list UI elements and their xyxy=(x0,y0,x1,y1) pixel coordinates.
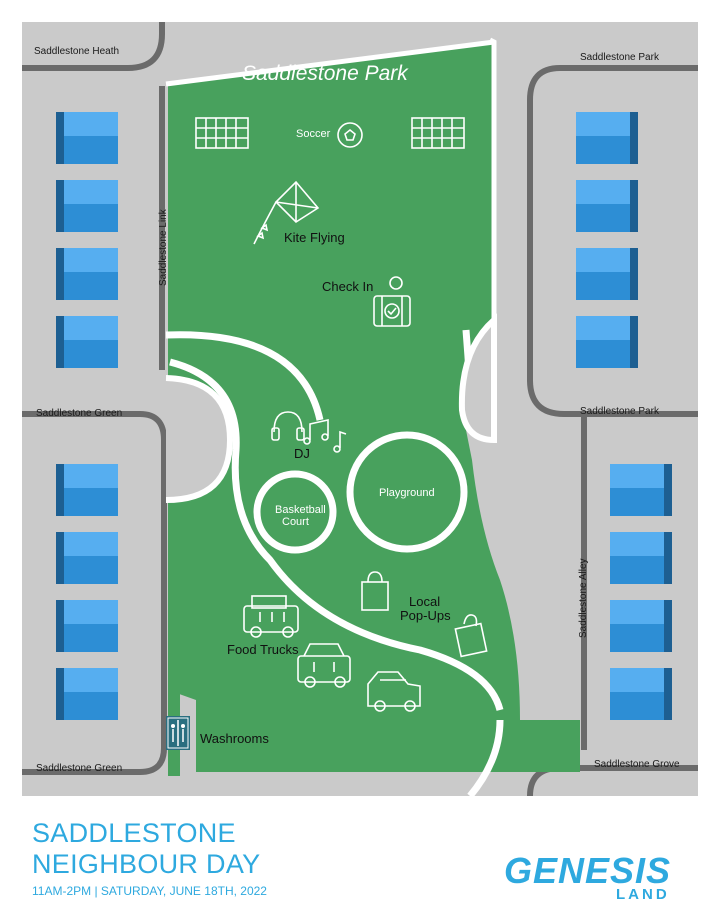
label-playground: Playground xyxy=(379,487,435,499)
roads xyxy=(22,22,698,797)
brand-sub: LAND xyxy=(616,886,670,903)
shopping-bag-icon xyxy=(454,614,488,658)
street-label-alley: Saddlestone Alley xyxy=(578,558,589,638)
houses-left-bottom xyxy=(56,464,118,720)
houses-right-bottom xyxy=(610,464,672,720)
soccer-goal-icon xyxy=(195,117,249,149)
soccer-goal-icon xyxy=(411,117,465,149)
label-popups-2: Pop-Ups xyxy=(400,608,451,623)
street-label-grove: Saddlestone Grove xyxy=(594,759,680,770)
label-soccer: Soccer xyxy=(296,128,331,140)
event-title-line2: NEIGHBOUR DAY xyxy=(32,849,261,879)
label-kite-flying: Kite Flying xyxy=(284,230,345,245)
event-date: 11AM-2PM | SATURDAY, JUNE 18TH, 2022 xyxy=(32,884,267,898)
brand-name: GENESIS xyxy=(504,850,672,891)
houses-left-top xyxy=(56,112,118,368)
park-lawn xyxy=(168,42,580,772)
street-label-link: Saddlestone Link xyxy=(158,209,169,286)
soccer-ball-icon xyxy=(337,122,363,148)
street-label-heath: Saddlestone Heath xyxy=(34,46,120,57)
label-popups-1: Local xyxy=(409,594,441,609)
label-basketball-1: Basketball xyxy=(275,504,326,516)
park-title: Saddlestone Park xyxy=(242,62,408,85)
playground-area xyxy=(346,431,468,553)
shopping-bag-icon xyxy=(361,571,389,611)
brand-logo: GENESIS LAND xyxy=(504,850,690,906)
street-label-green-mid: Saddlestone Green xyxy=(36,408,123,419)
street-label-park-top: Saddlestone Park xyxy=(580,52,659,63)
houses-right-top xyxy=(576,112,638,368)
basketball-court-area xyxy=(253,470,337,554)
food-truck-icon xyxy=(367,671,421,712)
street-label-green-bottom: Saddlestone Green xyxy=(36,763,123,774)
label-basketball-2: Court xyxy=(282,516,309,528)
kite-icon xyxy=(253,180,320,245)
food-truck-icon xyxy=(297,643,351,688)
event-title: SADDLESTONE NEIGHBOUR DAY xyxy=(32,818,260,880)
check-in-icon xyxy=(373,276,411,327)
label-food-trucks: Food Trucks xyxy=(227,642,299,657)
event-title-line1: SADDLESTONE xyxy=(32,818,236,848)
headphones-icon xyxy=(271,411,305,441)
label-washrooms: Washrooms xyxy=(200,731,269,746)
washroom-icon xyxy=(166,716,190,750)
label-dj: DJ xyxy=(294,446,310,461)
park-map xyxy=(22,22,698,797)
street-label-park-mid: Saddlestone Park xyxy=(580,406,659,417)
food-truck-icon xyxy=(243,595,299,638)
label-check-in: Check In xyxy=(322,279,374,294)
music-notes-icon xyxy=(303,419,347,453)
